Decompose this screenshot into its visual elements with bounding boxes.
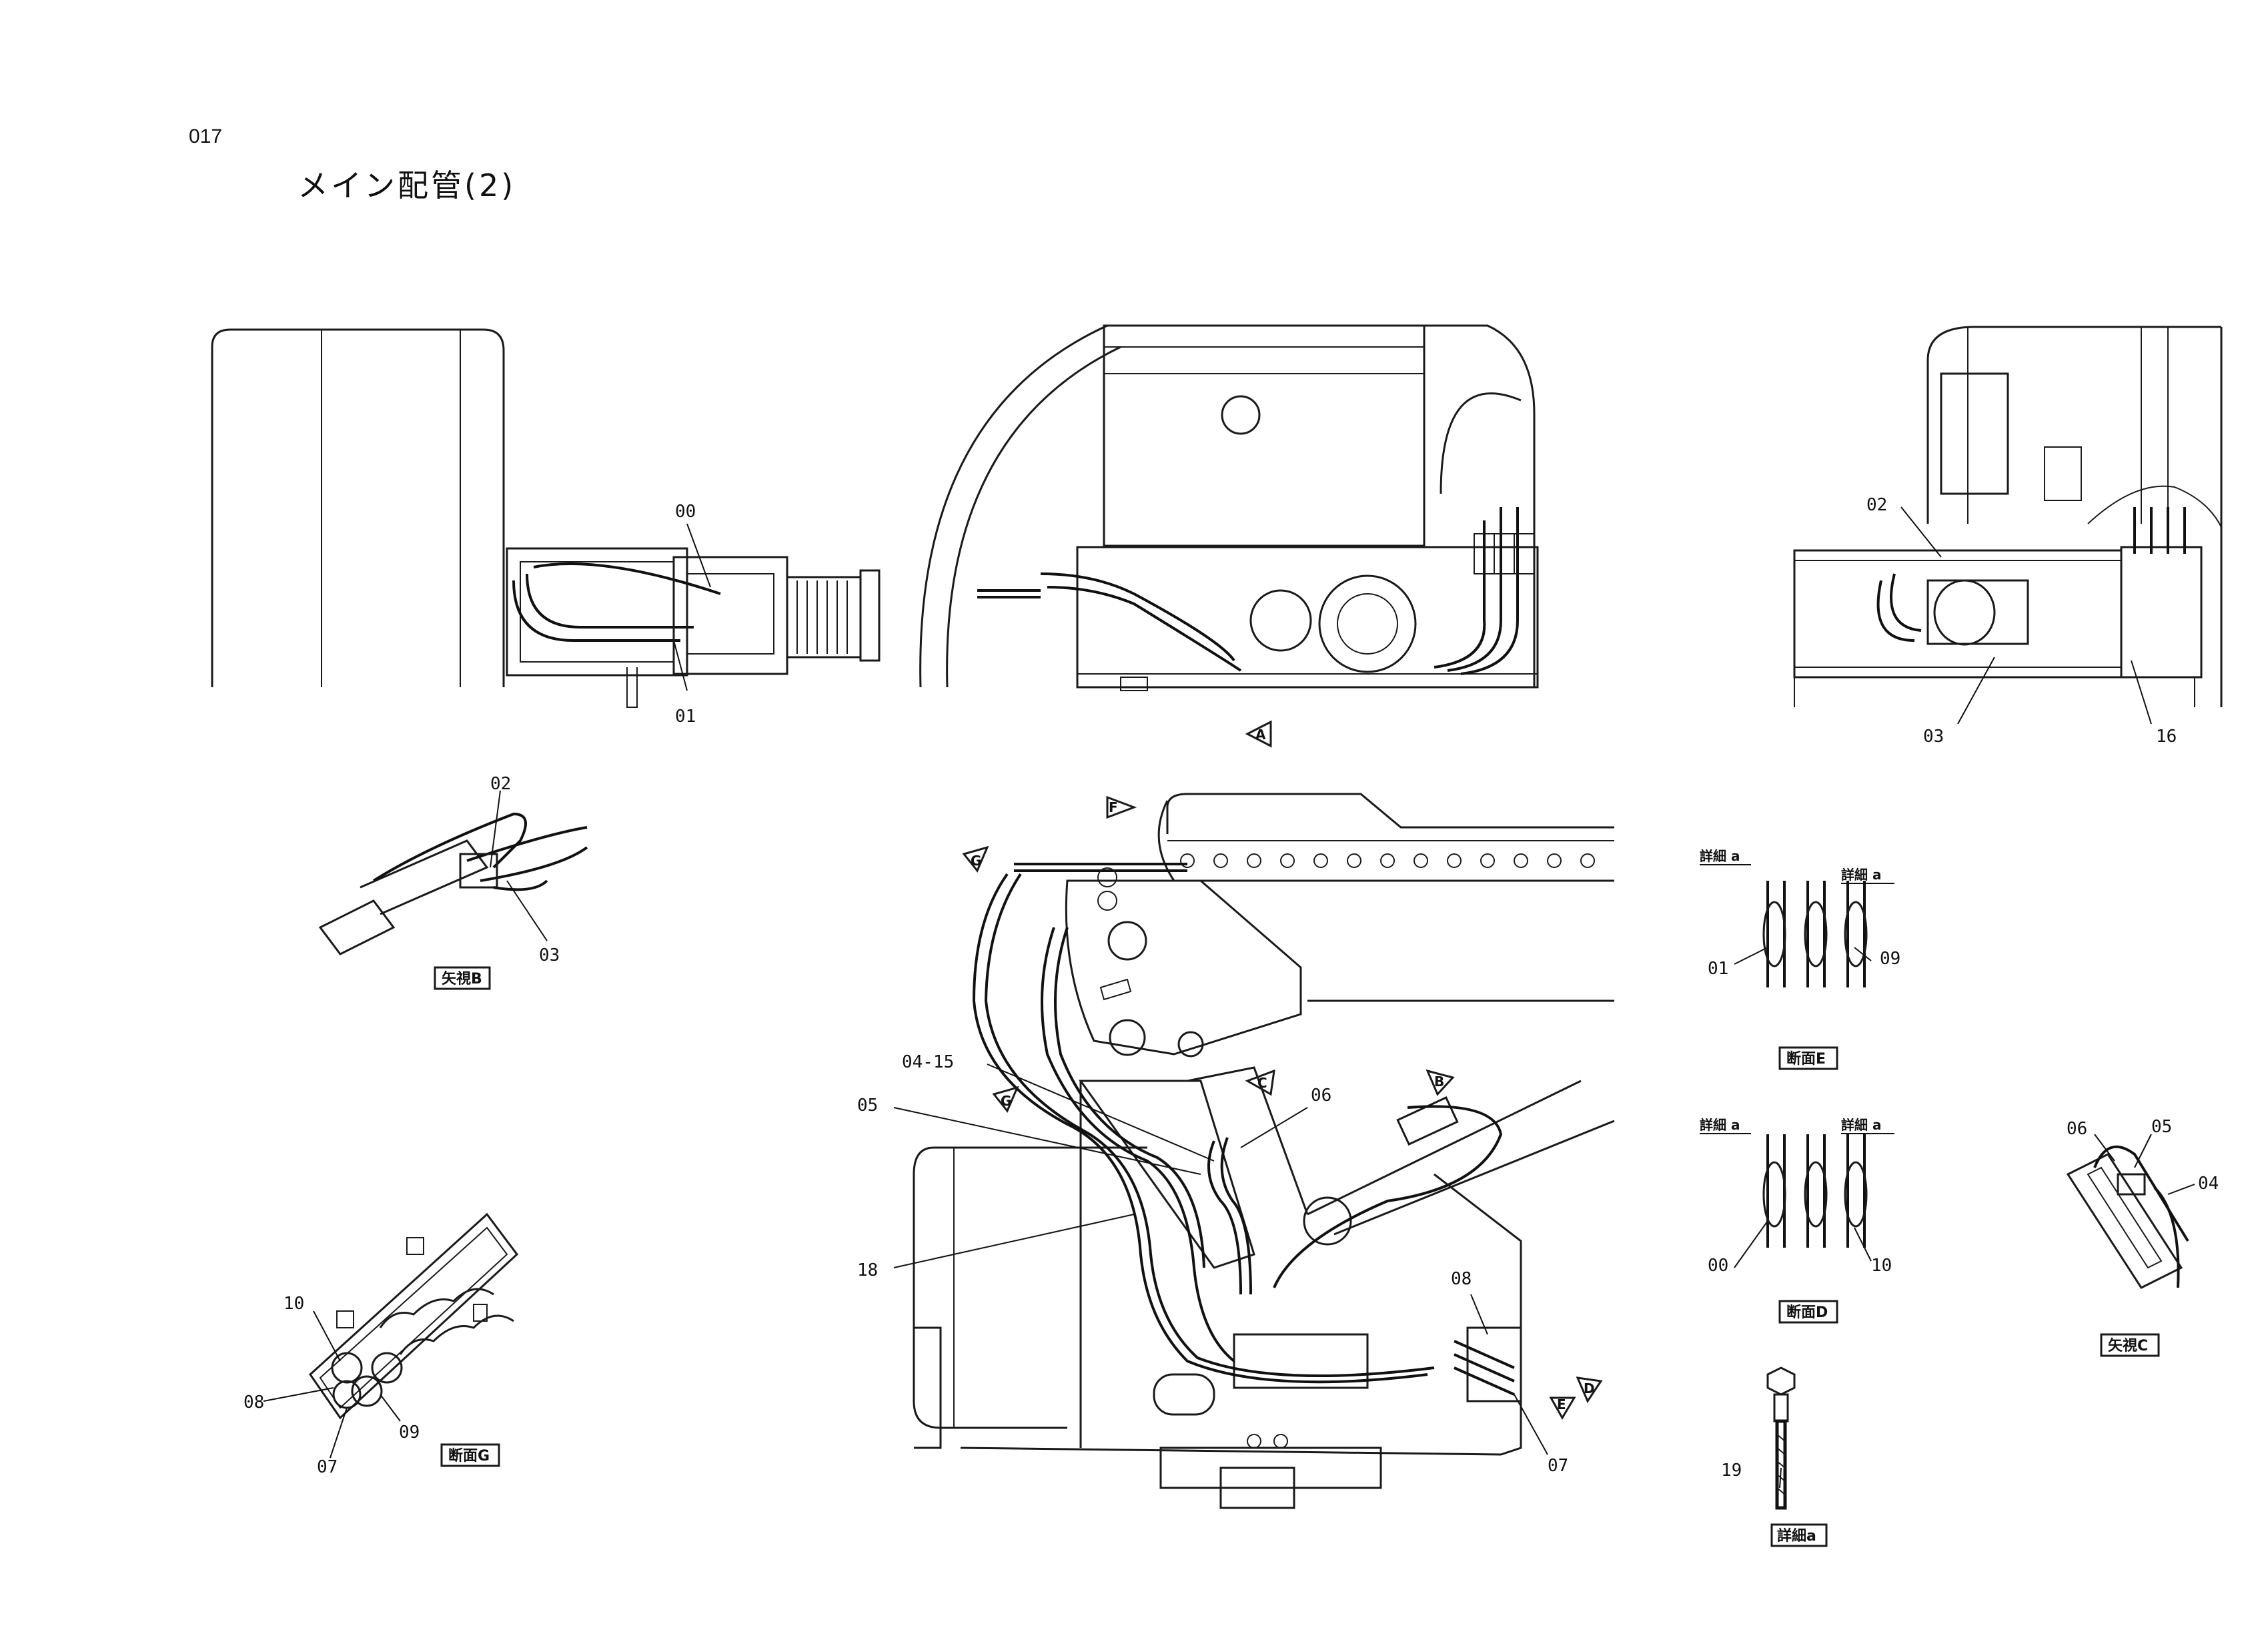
section-e-drawing bbox=[1762, 881, 1868, 987]
view-c-title: 矢視C bbox=[2100, 1333, 2160, 1357]
main-center-drawing bbox=[913, 793, 1615, 1509]
view-arrow-a: A bbox=[1245, 720, 1272, 748]
section-g-title: 断面G bbox=[440, 1443, 500, 1467]
section-e-title: 断面E bbox=[1778, 1046, 1838, 1070]
callout-02-view-b: 02 bbox=[490, 774, 511, 794]
callout-09-section-g: 09 bbox=[399, 1422, 420, 1443]
callout-07-section-g: 07 bbox=[317, 1457, 338, 1477]
detail-a-title: 詳細a bbox=[1770, 1523, 1828, 1547]
svg-text:断面D: 断面D bbox=[1786, 1304, 1828, 1321]
callout-10-section-d: 10 bbox=[1871, 1256, 1892, 1276]
callout-01-section-e: 01 bbox=[1708, 959, 1728, 979]
callout-16: 16 bbox=[2156, 727, 2177, 747]
svg-text:矢視B: 矢視B bbox=[442, 970, 482, 987]
svg-text:矢視C: 矢視C bbox=[2108, 1337, 2148, 1354]
view-arrow-b: B bbox=[1426, 1069, 1455, 1096]
callout-19: 19 bbox=[1721, 1461, 1742, 1481]
callout-00-top: 00 bbox=[675, 502, 696, 522]
svg-text:B: B bbox=[1434, 1074, 1444, 1090]
view-arrow-e: E bbox=[1549, 1396, 1576, 1420]
detail-a-tag-d-right: 詳細 a bbox=[1841, 1117, 1881, 1133]
svg-text:詳細a: 詳細a bbox=[1777, 1527, 1816, 1545]
svg-text:断面G: 断面G bbox=[448, 1447, 490, 1465]
view-arrow-g-upper: G bbox=[962, 845, 989, 873]
callout-03-view-b: 03 bbox=[539, 945, 560, 965]
view-b-title: 矢視B bbox=[434, 966, 491, 990]
view-b-drawing bbox=[318, 812, 588, 955]
top-left-side-view bbox=[211, 328, 881, 708]
svg-text:D: D bbox=[1584, 1380, 1595, 1396]
view-arrow-d: D bbox=[1576, 1376, 1603, 1404]
svg-text:断面E: 断面E bbox=[1786, 1050, 1826, 1068]
section-d-drawing bbox=[1762, 1134, 1868, 1248]
page-title: メイン配管(2) bbox=[298, 167, 516, 203]
callout-02-top-right: 02 bbox=[1866, 495, 1887, 515]
view-arrow-c: C bbox=[1245, 1069, 1275, 1096]
callout-18: 18 bbox=[857, 1260, 878, 1280]
detail-a-drawing bbox=[1766, 1366, 1796, 1510]
callout-01-top: 01 bbox=[675, 707, 696, 727]
section-g-drawing bbox=[309, 1212, 519, 1420]
callout-05-view-c: 05 bbox=[2151, 1117, 2172, 1137]
callout-03-top-right: 03 bbox=[1923, 727, 1944, 747]
detail-a-tag-e-left: 詳細 a bbox=[1700, 848, 1740, 864]
callout-07-main: 07 bbox=[1548, 1456, 1568, 1476]
callout-05-main: 05 bbox=[857, 1096, 878, 1116]
callout-08-section-g: 08 bbox=[243, 1392, 264, 1412]
callout-08-main: 08 bbox=[1451, 1269, 1472, 1289]
top-right-view bbox=[1793, 326, 2223, 707]
detail-a-tag-d-left: 詳細 a bbox=[1700, 1117, 1740, 1133]
callout-04-view-c: 04 bbox=[2198, 1174, 2219, 1194]
view-c-drawing bbox=[2066, 1145, 2189, 1289]
view-arrow-f: F bbox=[1106, 795, 1137, 819]
callout-00-section-d: 00 bbox=[1708, 1256, 1728, 1276]
callout-04-15: 04-15 bbox=[902, 1052, 954, 1072]
svg-text:G: G bbox=[971, 853, 981, 869]
svg-text:E: E bbox=[1557, 1396, 1566, 1412]
section-d-title: 断面D bbox=[1778, 1300, 1838, 1324]
detail-a-tag-e-right: 詳細 a bbox=[1841, 867, 1881, 883]
callout-10-section-g: 10 bbox=[284, 1294, 304, 1314]
callout-leaders bbox=[263, 506, 2195, 1489]
svg-text:A: A bbox=[1255, 727, 1266, 743]
callout-06-view-c: 06 bbox=[2067, 1119, 2087, 1139]
page-number: 017 bbox=[189, 125, 223, 147]
top-center-view bbox=[919, 324, 1539, 691]
view-arrow-g-lower: G bbox=[992, 1086, 1019, 1113]
callout-06-main: 06 bbox=[1311, 1086, 1331, 1106]
svg-text:G: G bbox=[1001, 1093, 1011, 1109]
svg-text:F: F bbox=[1109, 799, 1118, 815]
callout-09-section-e: 09 bbox=[1880, 949, 1900, 969]
svg-text:C: C bbox=[1257, 1075, 1267, 1091]
